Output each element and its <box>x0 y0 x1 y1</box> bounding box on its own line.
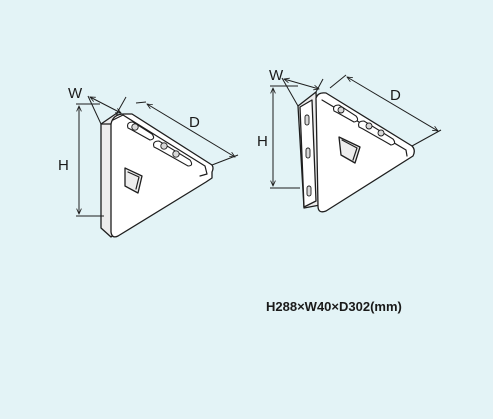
left-h-label: H <box>58 157 69 174</box>
right-bracket-front-face <box>315 92 415 213</box>
right-bracket <box>297 91 415 213</box>
left-d-label: D <box>189 114 200 131</box>
left-bracket-flange-edge <box>112 114 208 177</box>
dimension-spec-caption: H288×W40×D302(mm) <box>266 299 402 314</box>
right-bracket-opening-inner <box>341 139 358 161</box>
right-d-dimension <box>347 77 438 131</box>
right-bracket-plate-slot-2 <box>305 147 311 159</box>
left-bracket-opening-inner <box>127 171 140 190</box>
left-bracket-square-opening <box>124 167 143 194</box>
left-w-label: W <box>68 85 83 102</box>
right-h-label: H <box>257 133 268 150</box>
right-bracket-plate-slot-3 <box>306 185 312 197</box>
right-d-label: D <box>390 87 401 104</box>
right-dimension-lines <box>270 74 442 189</box>
left-d-dimension <box>147 104 235 157</box>
right-w-dimension <box>284 79 319 89</box>
right-w-label: W <box>269 67 284 84</box>
left-bracket-front-face <box>110 113 214 238</box>
left-dimension-lines <box>76 95 239 217</box>
left-w-dimension <box>90 97 121 113</box>
right-bracket-plate-slot-1 <box>304 114 310 126</box>
left-bracket <box>100 112 214 238</box>
